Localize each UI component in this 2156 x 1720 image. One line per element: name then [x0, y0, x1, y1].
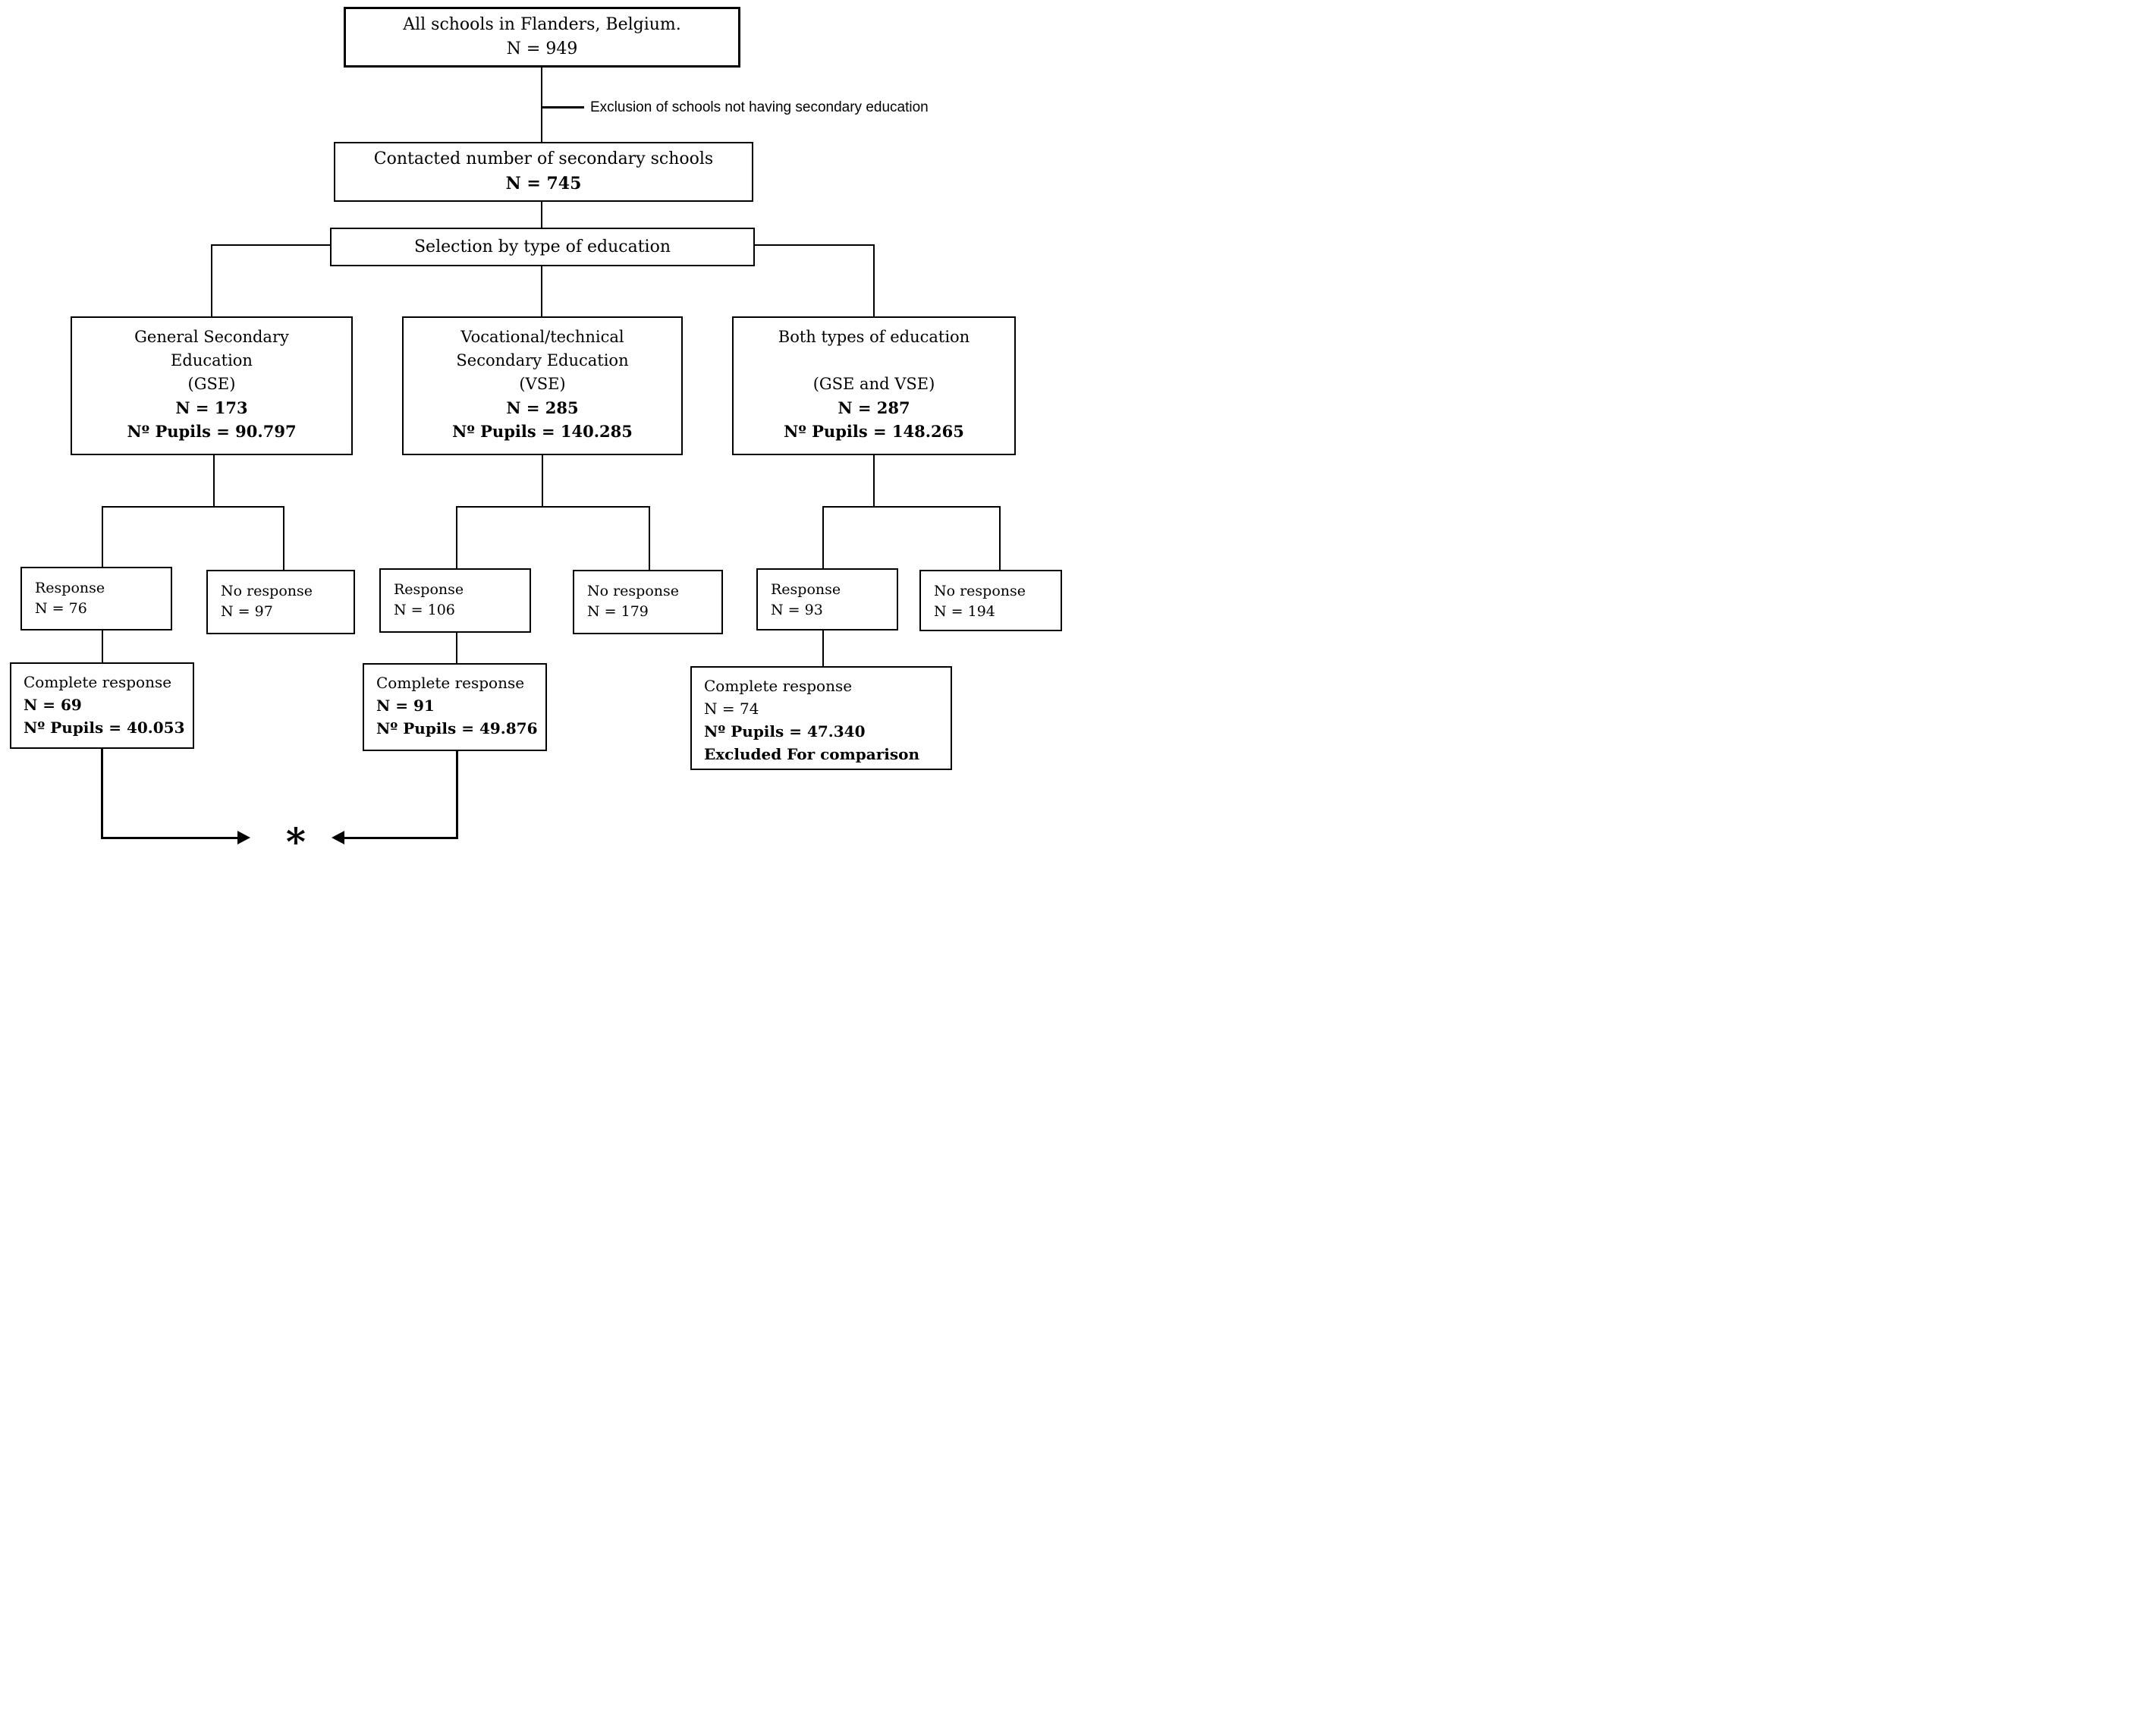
box-line: [734, 349, 1014, 373]
box-line: N = 173: [175, 398, 248, 417]
connector-vse-main-v: [542, 455, 543, 507]
box-vse-complete: Complete response N = 91 Nº Pupils = 49.…: [363, 663, 547, 751]
connector-branch-left-v: [211, 244, 212, 316]
box-all-schools: All schools in Flanders, Belgium. N = 94…: [344, 7, 740, 68]
connector-vse-response-v: [456, 506, 457, 568]
connector-bottom-right-h: [344, 837, 458, 839]
box-line: Nº Pupils = 90.797: [127, 422, 297, 441]
box-line: (VSE): [519, 375, 566, 393]
box-line: N = 93: [771, 602, 823, 618]
arrow-right-icon: [237, 831, 250, 844]
box-gse-no-response: No response N = 97: [206, 570, 355, 634]
box-line: Complete response: [704, 677, 853, 695]
box-line: N = 287: [838, 398, 910, 417]
connector-gse-bar: [102, 506, 284, 508]
box-line: N = 97: [221, 603, 273, 620]
box-vse-response: Response N = 106: [379, 568, 531, 633]
box-gse-response: Response N = 76: [20, 567, 172, 630]
box-line: N = 76: [35, 600, 87, 617]
box-line: N = 69: [24, 696, 82, 714]
connector-branch-left-h: [211, 244, 330, 246]
box-line: No response: [587, 583, 680, 599]
arrow-left-icon: [332, 831, 344, 844]
box-line: Nº Pupils = 140.285: [452, 422, 633, 441]
connector-gse-main-v: [213, 455, 215, 507]
box-both-response: Response N = 93: [756, 568, 898, 630]
box-line: Nº Pupils = 40.053: [24, 719, 185, 737]
connector-bottom-left-v: [101, 749, 103, 838]
connector-both-bar: [822, 506, 1001, 508]
box-line: Response: [771, 581, 841, 598]
connector-both-main-v: [873, 455, 875, 507]
connector-vse-complete-v: [456, 633, 457, 663]
box-line: N = 179: [587, 603, 649, 620]
box-line: Nº Pupils = 47.340: [704, 722, 866, 741]
box-selection: Selection by type of education: [330, 228, 755, 266]
box-line: Both types of education: [778, 328, 970, 346]
connector-top-contacted: [541, 68, 542, 142]
box-line: Response: [394, 581, 464, 598]
connector-contacted-selection: [541, 202, 542, 228]
exclusion-note: Exclusion of schools not having secondar…: [590, 99, 929, 115]
connector-branch-right-v: [873, 244, 875, 316]
asterisk-marker: *: [285, 819, 306, 861]
box-line: No response: [221, 583, 313, 599]
box-line: General Secondary: [134, 328, 289, 346]
box-line: Nº Pupils = 49.876: [376, 719, 538, 737]
connector-vse-bar: [456, 506, 650, 508]
box-both-no-response: No response N = 194: [919, 570, 1062, 631]
box-line: Nº Pupils = 148.265: [784, 422, 964, 441]
connector-bottom-right-v: [456, 751, 458, 839]
connector-both-noresponse-v: [999, 506, 1001, 570]
connector-vse-noresponse-v: [649, 506, 650, 570]
box-line: Contacted number of secondary schools: [373, 149, 714, 168]
box-line: Education: [171, 351, 253, 369]
connector-both-response-v: [822, 506, 824, 568]
box-vse-no-response: No response N = 179: [573, 570, 723, 634]
box-contacted-schools: Contacted number of secondary schools N …: [334, 142, 753, 202]
box-both-complete: Complete response N = 74 Nº Pupils = 47.…: [690, 666, 952, 770]
box-line: N = 106: [394, 602, 455, 618]
connector-branch-right-h: [755, 244, 875, 246]
box-line: N = 194: [934, 603, 995, 620]
box-line: No response: [934, 583, 1026, 599]
box-both-types: Both types of education (GSE and VSE) N …: [732, 316, 1016, 455]
box-line: Excluded For comparison: [704, 745, 919, 763]
connector-both-complete-v: [822, 630, 824, 666]
box-line: Secondary Education: [456, 351, 629, 369]
box-line: (GSE and VSE): [812, 375, 935, 393]
connector-gse-response-v: [102, 506, 103, 567]
box-line: All schools in Flanders, Belgium.: [403, 15, 681, 34]
box-vse: Vocational/technical Secondary Education…: [402, 316, 683, 455]
connector-bottom-left-h: [101, 837, 237, 839]
box-line: Selection by type of education: [413, 237, 671, 256]
box-gse-complete: Complete response N = 69 Nº Pupils = 40.…: [10, 662, 194, 749]
box-line: (GSE): [187, 375, 236, 393]
box-line: Complete response: [24, 673, 172, 691]
box-line: Response: [35, 580, 105, 596]
box-line: Vocational/technical: [460, 328, 624, 346]
connector-branch-mid-v: [541, 266, 542, 316]
box-line: N = 745: [505, 174, 582, 193]
box-line: N = 74: [704, 700, 759, 718]
connector-gse-complete-v: [102, 630, 103, 662]
connector-gse-noresponse-v: [283, 506, 284, 570]
box-gse: General Secondary Education (GSE) N = 17…: [71, 316, 353, 455]
box-line: N = 949: [506, 39, 578, 58]
flow-diagram: All schools in Flanders, Belgium. N = 94…: [0, 0, 1078, 860]
connector-exclusion-tick: [542, 106, 584, 108]
box-line: Complete response: [376, 674, 525, 692]
box-line: N = 91: [376, 696, 435, 715]
box-line: N = 285: [506, 398, 579, 417]
